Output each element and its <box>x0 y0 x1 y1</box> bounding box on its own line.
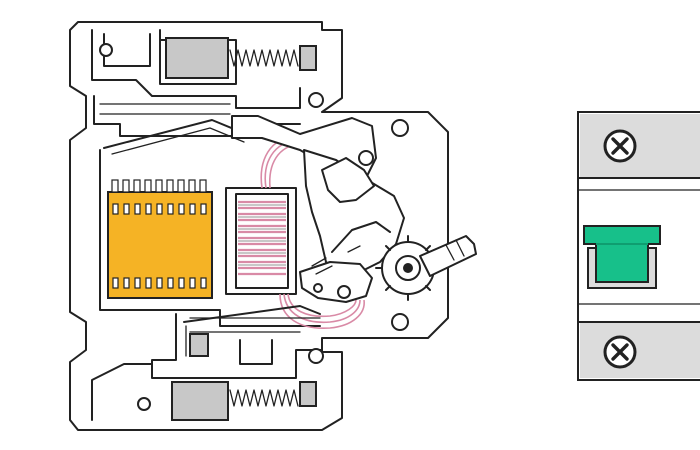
trip-mechanism <box>231 115 405 303</box>
mechanism-pivot-small <box>313 283 323 293</box>
lower-rail <box>151 313 323 379</box>
right-lower-hole <box>391 313 409 331</box>
lower-terminal-spring <box>229 389 299 407</box>
screw-x-icon <box>603 335 637 369</box>
breaker-cutaway <box>69 21 477 431</box>
toggle-handle <box>583 225 661 289</box>
toggle-cap <box>583 225 661 245</box>
handle-pivot-gear <box>375 235 477 301</box>
upper-rail-inner <box>99 103 231 115</box>
mechanism-lever <box>331 221 391 253</box>
breaker-front-view <box>577 111 700 381</box>
upper-terminal-block <box>165 37 229 79</box>
coil-windings <box>238 200 286 276</box>
upper-terminal-screw-head <box>299 45 317 71</box>
front-bottom-terminal-cover <box>580 323 700 378</box>
lower-arc-runner <box>183 305 321 323</box>
upper-mount-hole <box>308 92 324 108</box>
lower-left-hole <box>137 397 151 411</box>
lower-terminal-block <box>171 381 229 421</box>
front-top-terminal-cover <box>580 114 700 178</box>
right-upper-hole <box>391 119 409 137</box>
upper-terminal-spring <box>229 49 299 67</box>
mechanism-pivot-upper <box>358 150 374 166</box>
mechanism-pivot-lower <box>337 285 351 299</box>
handle-stem-grip <box>445 239 465 261</box>
screw-x-icon <box>603 129 637 163</box>
lower-small-block <box>189 333 209 357</box>
handle-stem <box>419 235 477 277</box>
arc-chute-slots-top <box>112 203 207 215</box>
lower-chamber-wall <box>91 339 273 421</box>
coil-winding-outlines <box>238 204 286 266</box>
arc-chute-plate-tabs <box>111 179 207 193</box>
lower-terminal-screw-head <box>299 381 317 407</box>
arc-chute <box>107 179 213 299</box>
mechanism-latch <box>321 157 375 203</box>
mechanism-spring-detail <box>311 245 361 275</box>
upper-chamber-wall <box>91 29 301 109</box>
lower-mount-hole <box>308 348 324 364</box>
gear-axle <box>403 263 413 273</box>
solenoid-coil <box>225 187 297 295</box>
arc-chute-slots-bottom <box>112 277 207 289</box>
toggle-lever <box>595 239 649 283</box>
upper-left-hole <box>99 43 113 57</box>
left-inner-wall <box>99 149 321 327</box>
